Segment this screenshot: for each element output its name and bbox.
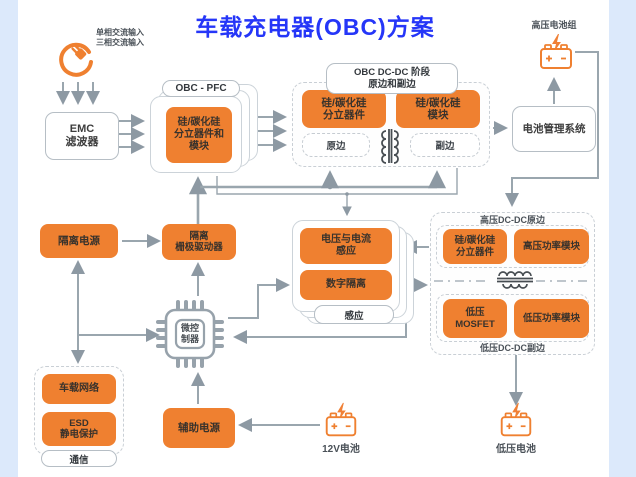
hv-battery-label: 高压电池组 (531, 20, 577, 30)
battery-12v-label: 12V电池 (322, 444, 360, 455)
mcu-chip-icon (156, 300, 224, 368)
bms-node: 电池管理系统 (512, 106, 596, 152)
hv-battery-icon (540, 34, 572, 69)
isolation-boundary-line (434, 280, 592, 282)
left-edge-strip (0, 0, 18, 477)
vehicle-network-node: 车载网络 (42, 374, 116, 404)
sense-tag: 感应 (314, 305, 394, 324)
hv-sic-discrete-node: 硅/碳化硅 分立器件 (443, 229, 507, 264)
emc-filter-node: EMC 滤波器 (45, 112, 119, 160)
gate-driver-node: 隔离 栅极驱动器 (162, 224, 236, 260)
dcdc-sic-discrete-node: 硅/碳化硅 分立器件 (302, 90, 386, 128)
hv-power-module-node: 高压功率模块 (514, 229, 589, 264)
transformer-icon-horizontal (497, 271, 533, 289)
right-edge-strip (609, 0, 636, 477)
lv-power-module-node: 低压功率模块 (514, 299, 589, 338)
hv-dcdc-top-label: 高压DC-DC原边 (480, 215, 545, 225)
battery-12v-icon (325, 402, 357, 437)
isolated-power-node: 隔离电源 (40, 224, 118, 258)
lv-battery-label: 低压电池 (496, 444, 536, 455)
obc-dcdc-tag: OBC DC-DC 阶段 原边和副边 (326, 63, 458, 94)
secondary-side-node: 副边 (410, 133, 480, 157)
primary-side-node: 原边 (302, 133, 370, 157)
page-title: 车载充电器(OBC)方案 (195, 14, 435, 40)
lv-mosfet-node: 低压 MOSFET (443, 299, 507, 338)
transformer-icon-vertical (381, 129, 399, 164)
pfc-sic-node: 硅/碳化硅 分立器件和 模块 (166, 107, 232, 163)
pfc-tag: OBC - PFC (162, 80, 240, 97)
lv-dcdc-bottom-label: 低压DC-DC副边 (480, 343, 545, 353)
esd-protection-node: ESD 静电保护 (42, 412, 116, 446)
comm-tag: 通信 (41, 450, 117, 467)
aux-power-node: 辅助电源 (163, 408, 235, 448)
lv-battery-icon (500, 402, 532, 437)
voltage-current-sense-node: 电压与电流 感应 (300, 228, 392, 264)
dcdc-sic-module-node: 硅/碳化硅 模块 (396, 90, 480, 128)
mcu-label: 微控 制器 (180, 323, 199, 344)
ac-input-label: 单相交流输入 三相交流输入 (96, 28, 144, 47)
digital-isolation-node: 数字隔离 (300, 270, 392, 300)
ac-plug-icon (59, 42, 93, 77)
